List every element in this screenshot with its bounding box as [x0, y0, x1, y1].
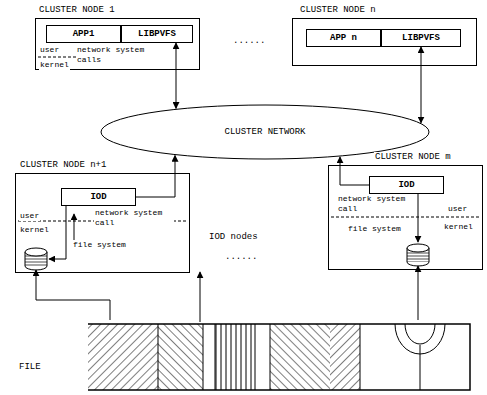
group-label: IOD nodes	[208, 232, 259, 243]
iod-box: IOD	[61, 188, 136, 206]
storage-line	[36, 270, 110, 320]
iod-node: CLUSTER NODE n+1usernetwork system callk…	[15, 173, 190, 273]
layer-label: kernel	[19, 225, 50, 235]
file-system-path	[49, 206, 66, 259]
node-heading: CLUSTER NODE 1	[38, 5, 116, 16]
disk-symbol	[25, 248, 47, 270]
cluster-node: CLUSTER NODE 1usernetwork system callske…	[35, 18, 200, 70]
layer-label: network system calls	[76, 45, 150, 65]
storage-line	[418, 266, 419, 320]
network-connector	[421, 47, 422, 123]
file-label: FILE	[18, 362, 42, 373]
layer-label: file system	[72, 240, 127, 250]
cluster-node: CLUSTER NODE nAPP nLIBPVFS	[292, 18, 477, 66]
layer-label: kernel	[39, 60, 70, 70]
layer-label: network system call	[94, 208, 174, 228]
ellipsis: ......	[232, 36, 266, 47]
iod-box: IOD	[369, 176, 444, 194]
box-label: LIBPVFS	[402, 33, 440, 44]
user-kernel-line	[331, 217, 480, 218]
disk-symbol	[407, 244, 429, 266]
node-heading: CLUSTER NODE n+1	[19, 160, 107, 171]
box-label: APP1	[73, 29, 95, 40]
layer-label: user	[19, 211, 40, 221]
layer-label: user	[447, 204, 468, 214]
box-label: APP n	[330, 33, 357, 44]
layer-label: file system	[347, 224, 402, 234]
app-box: APP n	[306, 29, 381, 47]
network-connector	[340, 157, 369, 185]
file-band	[88, 324, 470, 390]
app-box: APP1	[46, 25, 121, 43]
library-box: LIBPVFS	[121, 25, 193, 43]
node-heading: CLUSTER NODE n	[299, 5, 377, 16]
layer-label: network system call	[337, 194, 409, 214]
network-connector	[136, 156, 175, 198]
ellipsis: ......	[224, 252, 258, 263]
file-system-path	[418, 194, 419, 242]
box-label: IOD	[90, 192, 106, 203]
box-label: LIBPVFS	[138, 29, 176, 40]
box-label: IOD	[398, 180, 414, 191]
network-label: CLUSTER NETWORK	[224, 127, 305, 138]
iod-node: CLUSTER NODE musernetwork system callfil…	[328, 165, 483, 270]
layer-label: kernel	[443, 222, 474, 232]
node-heading: CLUSTER NODE m	[374, 152, 452, 163]
library-box: LIBPVFS	[381, 29, 461, 47]
layer-label: user	[39, 45, 60, 55]
storage-line	[200, 272, 201, 322]
network-connector	[176, 43, 177, 108]
